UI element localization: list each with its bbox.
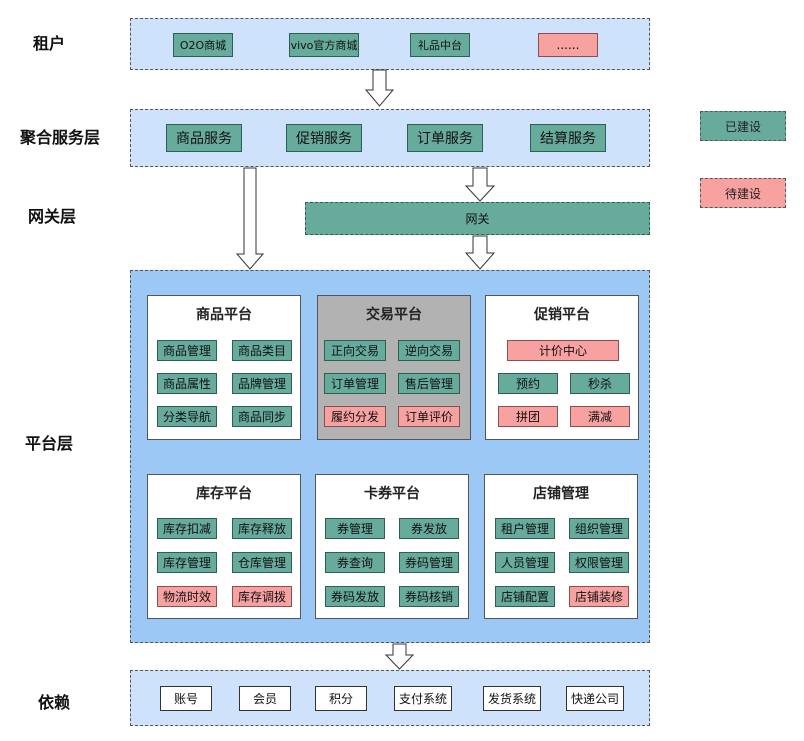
dependency-item: 支付系统: [394, 686, 452, 711]
layer-label-dependency: 依赖: [38, 693, 71, 712]
layer-label-gateway: 网关层: [28, 207, 77, 226]
promo-item: 拼团: [498, 406, 558, 427]
goods-item: 品牌管理: [232, 373, 292, 394]
trade-platform-panel: 交易平台 正向交易 逆向交易 订单管理 售后管理 履约分发 订单评价: [317, 295, 471, 440]
goods-item: 商品管理: [157, 340, 217, 361]
trade-item: 订单评价: [398, 406, 460, 427]
stock-item: 库存调拨: [232, 586, 292, 607]
shop-platform-panel: 店铺管理 租户管理 组织管理 人员管理 权限管理 店铺配置 店铺装修: [484, 474, 638, 619]
dependency-band: [130, 670, 650, 726]
dependency-item: 发货系统: [483, 686, 541, 711]
stock-item: 库存管理: [157, 552, 217, 573]
layer-label-aggregate: 聚合服务层: [20, 128, 101, 147]
shop-item: 组织管理: [569, 518, 629, 539]
coupon-item: 券码核销: [399, 586, 459, 607]
coupon-platform-panel: 卡券平台 券管理 券发放 券查询 券码管理 券码发放 券码核销: [315, 474, 469, 619]
dependency-item: 会员: [239, 686, 291, 711]
dependency-item: 积分: [315, 686, 367, 711]
layer-label-tenant: 租户: [33, 34, 66, 53]
trade-item: 售后管理: [398, 373, 460, 394]
shop-item: 人员管理: [495, 552, 555, 573]
shop-item: 店铺装修: [569, 586, 629, 607]
service-settlement: 结算服务: [530, 124, 606, 152]
promo-item: 计价中心: [507, 340, 619, 361]
arrow-platform-to-dependency: [384, 643, 415, 670]
gateway-bar: 网关: [305, 202, 650, 235]
goods-item: 商品属性: [157, 373, 217, 394]
service-goods: 商品服务: [166, 124, 242, 152]
tenant-vivo-official-mall: vivo官方商城: [289, 33, 359, 57]
goods-item: 商品类目: [232, 340, 292, 361]
legend-pending: 待建设: [700, 178, 786, 208]
goods-item: 分类导航: [157, 406, 217, 427]
tenant-more: ......: [538, 33, 598, 57]
arrow-tenant-to-aggregate: [364, 69, 395, 107]
coupon-platform-title: 卡券平台: [364, 486, 420, 502]
shop-item: 租户管理: [495, 518, 555, 539]
tenant-o2o-mall: O2O商城: [173, 33, 233, 57]
coupon-item: 券码管理: [399, 552, 459, 573]
promo-platform-title: 促销平台: [534, 307, 590, 323]
service-promotion: 促销服务: [286, 124, 362, 152]
stock-item: 库存扣减: [157, 518, 217, 539]
layer-label-platform: 平台层: [25, 434, 74, 453]
trade-item: 订单管理: [324, 373, 386, 394]
promo-item: 预约: [498, 373, 558, 394]
stock-item: 物流时效: [157, 586, 217, 607]
coupon-item: 券码发放: [325, 586, 385, 607]
arrow-aggregate-to-gateway: [464, 167, 496, 202]
trade-item: 逆向交易: [398, 340, 460, 361]
goods-item: 商品同步: [232, 406, 292, 427]
stock-platform-title: 库存平台: [196, 486, 252, 502]
dependency-item: 账号: [160, 686, 212, 711]
dependency-item: 快递公司: [566, 686, 624, 711]
promo-item: 满减: [570, 406, 630, 427]
trade-item: 履约分发: [324, 406, 386, 427]
goods-platform-title: 商品平台: [196, 307, 252, 323]
trade-platform-title: 交易平台: [366, 307, 422, 323]
stock-item: 仓库管理: [232, 552, 292, 573]
coupon-item: 券管理: [325, 518, 385, 539]
shop-platform-title: 店铺管理: [533, 486, 589, 502]
promo-platform-panel: 促销平台 计价中心 预约 秒杀 拼团 满减: [485, 295, 639, 440]
shop-item: 店铺配置: [495, 586, 555, 607]
legend-built: 已建设: [700, 111, 786, 141]
tenant-gift-platform: 礼品中台: [410, 33, 470, 57]
arrow-aggregate-to-platform: [235, 167, 265, 270]
goods-platform-panel: 商品平台 商品管理 商品类目 商品属性 品牌管理 分类导航 商品同步: [147, 295, 301, 440]
stock-platform-panel: 库存平台 库存扣减 库存释放 库存管理 仓库管理 物流时效 库存调拨: [147, 474, 301, 619]
stock-item: 库存释放: [232, 518, 292, 539]
coupon-item: 券查询: [325, 552, 385, 573]
promo-item: 秒杀: [570, 373, 630, 394]
service-order: 订单服务: [407, 124, 483, 152]
arrow-gateway-to-platform: [464, 235, 496, 270]
shop-item: 权限管理: [569, 552, 629, 573]
coupon-item: 券发放: [399, 518, 459, 539]
trade-item: 正向交易: [324, 340, 386, 361]
